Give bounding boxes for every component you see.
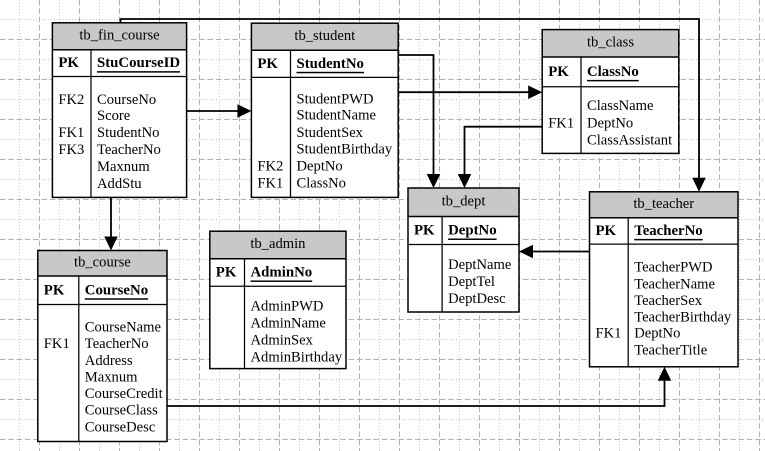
svg-text:DeptName: DeptName — [448, 257, 511, 273]
svg-text:CourseNo: CourseNo — [85, 282, 148, 298]
svg-text:StudentName: StudentName — [297, 108, 376, 124]
svg-text:DeptNo: DeptNo — [634, 326, 680, 342]
svg-text:StudentPWD: StudentPWD — [297, 91, 374, 107]
svg-text:CourseClass: CourseClass — [85, 403, 158, 419]
svg-text:StuCourseID: StuCourseID — [97, 55, 180, 71]
svg-text:FK2: FK2 — [58, 92, 84, 108]
svg-text:TeacherPWD: TeacherPWD — [634, 260, 712, 276]
svg-text:PK: PK — [548, 64, 569, 80]
svg-text:Score: Score — [97, 108, 130, 124]
svg-text:CourseName: CourseName — [85, 320, 161, 336]
svg-text:TeacherNo: TeacherNo — [97, 142, 161, 158]
svg-text:FK3: FK3 — [58, 142, 84, 158]
svg-text:CourseNo: CourseNo — [97, 92, 156, 108]
svg-text:AdminName: AdminName — [251, 316, 326, 332]
svg-text:Address: Address — [85, 353, 133, 369]
svg-text:FK1: FK1 — [58, 125, 84, 141]
svg-text:FK1: FK1 — [257, 175, 283, 191]
svg-text:CourseCredit: CourseCredit — [85, 386, 163, 402]
svg-text:DeptNo: DeptNo — [297, 158, 343, 174]
svg-text:Maxnum: Maxnum — [85, 370, 138, 386]
svg-text:CourseDesc: CourseDesc — [85, 419, 156, 435]
svg-text:FK1: FK1 — [44, 336, 70, 352]
svg-text:StudentSex: StudentSex — [297, 125, 364, 141]
svg-text:PK: PK — [216, 264, 237, 280]
svg-text:StudentNo: StudentNo — [97, 125, 159, 141]
svg-text:AdminBirthday: AdminBirthday — [251, 350, 343, 366]
svg-text:AdminNo: AdminNo — [251, 264, 313, 280]
svg-text:TeacherNo: TeacherNo — [634, 223, 703, 239]
svg-text:AdminSex: AdminSex — [251, 332, 314, 348]
svg-text:TeacherSex: TeacherSex — [634, 293, 703, 309]
svg-text:tb_student: tb_student — [294, 28, 355, 44]
svg-text:tb_teacher: tb_teacher — [633, 196, 694, 212]
svg-text:DeptTel: DeptTel — [448, 274, 495, 290]
svg-text:tb_fin_course: tb_fin_course — [79, 28, 159, 44]
svg-text:FK1: FK1 — [548, 116, 574, 132]
svg-text:StudentNo: StudentNo — [297, 56, 364, 72]
svg-text:TeacherName: TeacherName — [634, 276, 715, 292]
svg-text:FK1: FK1 — [596, 326, 622, 342]
svg-text:PK: PK — [58, 55, 79, 71]
svg-text:AddStu: AddStu — [97, 176, 142, 192]
svg-text:ClassAssistant: ClassAssistant — [587, 133, 672, 149]
svg-text:PK: PK — [596, 223, 617, 239]
svg-text:PK: PK — [414, 223, 435, 239]
svg-text:ClassNo: ClassNo — [587, 64, 639, 80]
svg-text:TeacherNo: TeacherNo — [85, 336, 149, 352]
svg-text:tb_class: tb_class — [587, 35, 634, 51]
svg-text:PK: PK — [257, 56, 278, 72]
svg-text:DeptDesc: DeptDesc — [448, 291, 506, 307]
svg-text:tb_course: tb_course — [74, 255, 131, 271]
svg-text:Maxnum: Maxnum — [97, 159, 150, 175]
svg-text:FK2: FK2 — [257, 158, 283, 174]
svg-text:DeptNo: DeptNo — [587, 116, 633, 132]
svg-text:tb_dept: tb_dept — [442, 194, 486, 210]
svg-text:TeacherBirthday: TeacherBirthday — [634, 310, 732, 326]
svg-text:tb_admin: tb_admin — [250, 236, 306, 252]
svg-text:StudentBirthday: StudentBirthday — [297, 142, 393, 158]
svg-text:PK: PK — [44, 282, 65, 298]
svg-text:AdminPWD: AdminPWD — [251, 298, 324, 314]
svg-text:TeacherTitle: TeacherTitle — [634, 342, 707, 358]
svg-text:DeptNo: DeptNo — [448, 223, 497, 239]
svg-text:ClassName: ClassName — [587, 98, 653, 114]
svg-text:ClassNo: ClassNo — [297, 175, 346, 191]
